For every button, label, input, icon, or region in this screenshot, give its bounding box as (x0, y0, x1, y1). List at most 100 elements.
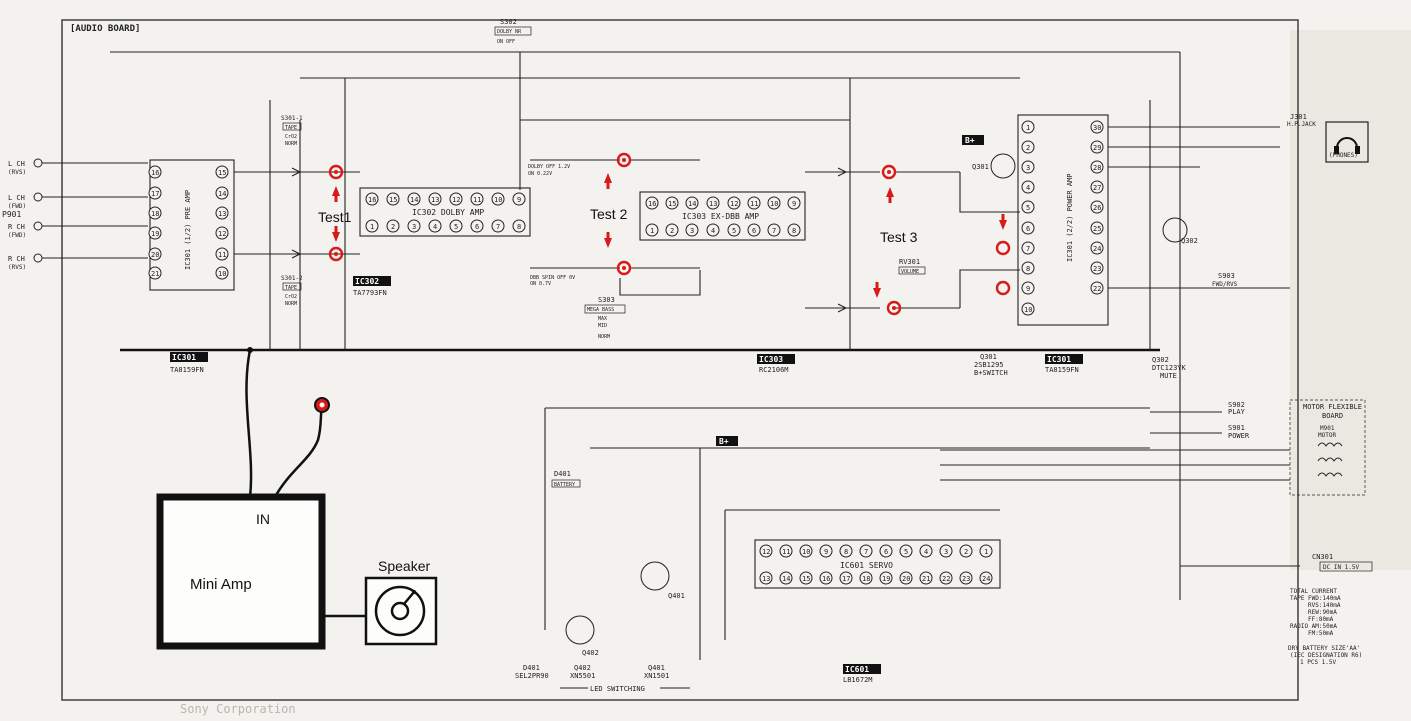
mini-amp-box (156, 347, 330, 650)
ic601-pin-label: 22 (942, 575, 950, 583)
svg-text:26: 26 (1093, 204, 1101, 212)
ic303-ex-dbb-amp: 16 15 14 13 12 11 10 9 1 2 3 4 5 6 7 8 I… (639, 191, 806, 241)
svg-text:25: 25 (1093, 225, 1101, 233)
svg-text:10: 10 (770, 200, 778, 208)
ic601-pin-label: 11 (782, 548, 790, 556)
ic601-pin (759, 544, 773, 558)
svg-text:20: 20 (151, 251, 159, 259)
svg-text:IC301 (2/2) POWER AMP: IC301 (2/2) POWER AMP (1066, 173, 1074, 262)
ic601-pin (959, 571, 973, 585)
test2-label: Test 2 (590, 206, 628, 222)
svg-text:3: 3 (1026, 164, 1030, 172)
svg-text:TA8159FN: TA8159FN (170, 366, 204, 374)
svg-text:BATTERY: BATTERY (554, 482, 575, 488)
svg-text:10: 10 (494, 196, 502, 204)
volume-rv301: RV301 VOLUME (898, 258, 926, 275)
svg-text:RADIO AM:50mA: RADIO AM:50mA (1290, 623, 1337, 630)
svg-text:2: 2 (670, 227, 674, 235)
svg-text:13: 13 (218, 210, 226, 218)
headphone-jack-j301: J301 H.P.JACK (PHONES) (1287, 113, 1369, 163)
svg-text:RC2106M: RC2106M (759, 366, 789, 374)
svg-text:S301-2: S301-2 (281, 275, 303, 282)
ic601-pin-label: 21 (922, 575, 930, 583)
svg-text:J301: J301 (1290, 113, 1307, 121)
svg-text:Q402: Q402 (574, 664, 591, 672)
svg-text:12: 12 (218, 230, 226, 238)
ic601-pin (919, 571, 933, 585)
svg-text:28: 28 (1093, 164, 1101, 172)
test1-label: Test1 (318, 209, 352, 225)
svg-text:S902: S902 (1228, 401, 1245, 409)
svg-text:18: 18 (151, 210, 159, 218)
svg-text:3: 3 (690, 227, 694, 235)
svg-text:7: 7 (772, 227, 776, 235)
ic303-label: IC303 RC2106M (757, 354, 795, 374)
svg-text:L CH: L CH (8, 194, 25, 202)
svg-text:Q301: Q301 (980, 353, 997, 361)
svg-text:14: 14 (688, 200, 696, 208)
switch-s902: S902 PLAY (1150, 401, 1246, 416)
ic601-pin-label: 15 (802, 575, 810, 583)
ic601-pin (799, 571, 813, 585)
ic601-pin (899, 544, 913, 558)
svg-text:MID: MID (598, 323, 607, 329)
svg-text:IC301 (1/2) PRE AMP: IC301 (1/2) PRE AMP (184, 190, 192, 270)
led-switching-label: LED SWITCHING (590, 685, 645, 693)
svg-text:8: 8 (792, 227, 796, 235)
test-point-test1-top (328, 164, 344, 202)
svg-text:B+: B+ (965, 136, 975, 145)
ic601-pin-label: 13 (762, 575, 770, 583)
svg-text:9: 9 (1026, 285, 1030, 293)
svg-text:IC302 DOLBY AMP: IC302 DOLBY AMP (412, 208, 484, 217)
svg-text:R CH: R CH (8, 223, 25, 231)
ic601-pin (779, 571, 793, 585)
svg-text:D401: D401 (554, 470, 571, 478)
test-point-test2-bottom (604, 232, 632, 276)
ic601-pin-label: 17 (842, 575, 850, 583)
svg-text:27: 27 (1093, 184, 1101, 192)
svg-text:NORM: NORM (598, 334, 610, 340)
transistor-q401: Q401 (640, 561, 685, 600)
svg-text:IC303 EX-DBB AMP: IC303 EX-DBB AMP (682, 212, 759, 221)
svg-text:SEL2PR90: SEL2PR90 (515, 672, 549, 680)
svg-text:14: 14 (410, 196, 418, 204)
svg-text:(RVS): (RVS) (8, 264, 26, 271)
ic601-pin-label: 23 (962, 575, 970, 583)
svg-text:S302: S302 (500, 18, 517, 26)
ic601-pin-label: 12 (762, 548, 770, 556)
svg-text:Q401: Q401 (668, 592, 685, 600)
ic301-power-amp: 1 2 3 4 5 6 7 8 9 10 30 29 28 27 26 25 2… (1017, 114, 1109, 326)
svg-text:DRY BATTERY SIZE'AA': DRY BATTERY SIZE'AA' (1288, 645, 1360, 652)
svg-text:R CH: R CH (8, 255, 25, 263)
svg-text:2SB1295: 2SB1295 (974, 361, 1004, 369)
ic601-pin-label: 10 (802, 548, 810, 556)
svg-text:9: 9 (792, 200, 796, 208)
headphones-icon (1334, 137, 1360, 154)
svg-text:IC301: IC301 (1047, 355, 1071, 364)
svg-text:MUTE: MUTE (1160, 372, 1177, 380)
ic601-pin (759, 571, 773, 585)
ic601-pin-label: 1 (984, 548, 988, 556)
transistor-q301: Q301 B+ Q301 2SB1295 B+SWITCH (962, 135, 1016, 377)
svg-text:Q301: Q301 (972, 163, 989, 171)
svg-text:15: 15 (668, 200, 676, 208)
svg-text:MOTOR FLEXIBLE: MOTOR FLEXIBLE (1303, 403, 1362, 411)
svg-text:6: 6 (1026, 225, 1030, 233)
svg-text:5: 5 (732, 227, 736, 235)
ic302-label: IC302 TA7793FN (353, 276, 391, 297)
svg-text:6: 6 (475, 223, 479, 231)
mini-amp-in-label: IN (256, 511, 270, 527)
svg-text:TAPE FWD:140mA: TAPE FWD:140mA (1290, 595, 1341, 602)
svg-text:DTC123YK: DTC123YK (1152, 364, 1187, 372)
svg-text:Q402: Q402 (582, 649, 599, 657)
svg-text:1 PCS 1.5V: 1 PCS 1.5V (1300, 659, 1337, 666)
motor-flexible-board: MOTOR FLEXIBLE BOARD M901 MOTOR (940, 399, 1366, 496)
test-point-test1-bottom (328, 226, 344, 262)
ic301-label-right: IC301 TA8159FN (1045, 354, 1083, 374)
svg-text:S901: S901 (1228, 424, 1245, 432)
ic601-pin (779, 544, 793, 558)
test-point-test2-top (604, 152, 632, 189)
ic601-pin-label: 9 (824, 548, 828, 556)
